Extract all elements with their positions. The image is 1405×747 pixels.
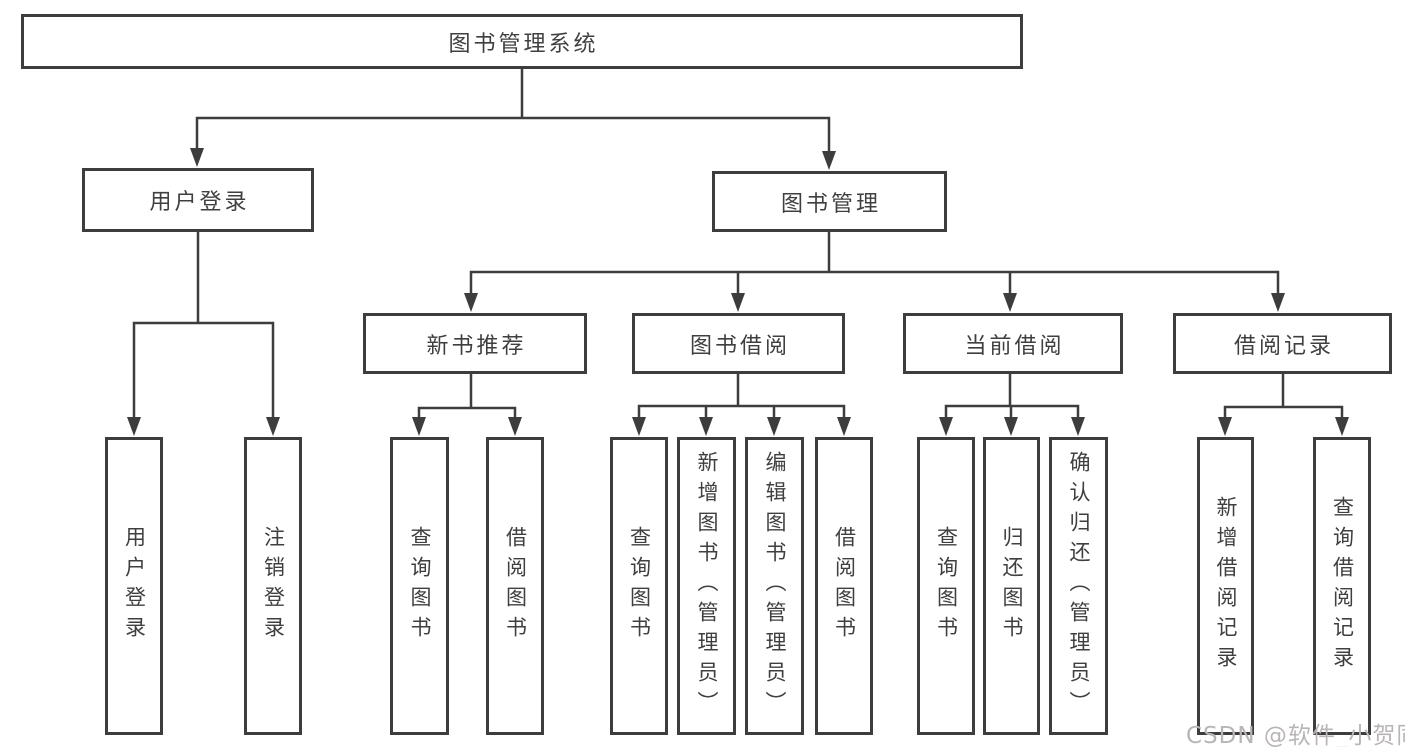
node-user-login-branch: 用户登录 (82, 168, 314, 232)
arrowhead (266, 417, 280, 436)
arrowhead (632, 417, 646, 436)
arrowhead (508, 417, 522, 436)
arrowhead (767, 417, 781, 436)
leaf-query-book-current: 查询图书 (917, 437, 975, 735)
node-current-borrow: 当前借阅 (903, 313, 1123, 374)
leaf-edit-book-admin: 编辑图书（管理员） (745, 437, 804, 735)
node-borrow-records: 借阅记录 (1173, 313, 1392, 374)
node-book-borrow: 图书借阅 (632, 313, 845, 374)
arrowhead (127, 417, 141, 436)
arrowhead (822, 151, 836, 170)
arrowhead (190, 148, 204, 167)
leaf-query-book-recommend: 查询图书 (390, 437, 449, 735)
leaf-borrow-book-recommend: 借阅图书 (486, 437, 544, 735)
connector-current-borrow-to-leaves (944, 372, 1080, 423)
node-new-book-recommend: 新书推荐 (363, 313, 587, 374)
leaf-return-book: 归还图书 (983, 437, 1040, 735)
arrowhead (464, 293, 478, 312)
arrowhead (699, 417, 713, 436)
connector-user-login-to-leaves (132, 230, 275, 423)
leaf-borrow-book: 借阅图书 (815, 437, 873, 735)
node-root: 图书管理系统 (21, 14, 1023, 69)
arrowhead (837, 417, 851, 436)
leaf-logout: 注销登录 (244, 437, 302, 735)
arrowhead (939, 417, 953, 436)
leaf-query-borrow-record: 查询借阅记录 (1313, 437, 1371, 735)
connector-root-to-branches (195, 67, 831, 157)
leaf-confirm-return-admin: 确认归还（管理员） (1049, 437, 1108, 735)
connector-borrow-records-to-leaves (1223, 372, 1344, 423)
arrowhead (1003, 293, 1017, 312)
arrowhead (1271, 293, 1285, 312)
arrowhead (731, 293, 745, 312)
arrowhead (412, 417, 426, 436)
leaf-user-login: 用户登录 (105, 437, 163, 735)
arrowhead (1218, 417, 1232, 436)
node-book-management-branch: 图书管理 (712, 171, 947, 232)
connector-new-book-to-leaves (417, 372, 517, 423)
arrowhead (1071, 417, 1085, 436)
leaf-add-borrow-record: 新增借阅记录 (1197, 437, 1254, 735)
arrowhead (1004, 417, 1018, 436)
connector-book-borrow-to-leaves (637, 372, 846, 423)
connector-book-mgmt-to-sections (469, 230, 1280, 299)
leaf-add-book-admin: 新增图书（管理员） (677, 437, 736, 735)
arrowhead (1335, 417, 1349, 436)
leaf-query-book-borrow: 查询图书 (610, 437, 668, 735)
csdn-watermark: CSDN @软件_小贺同学 (1186, 723, 1405, 747)
